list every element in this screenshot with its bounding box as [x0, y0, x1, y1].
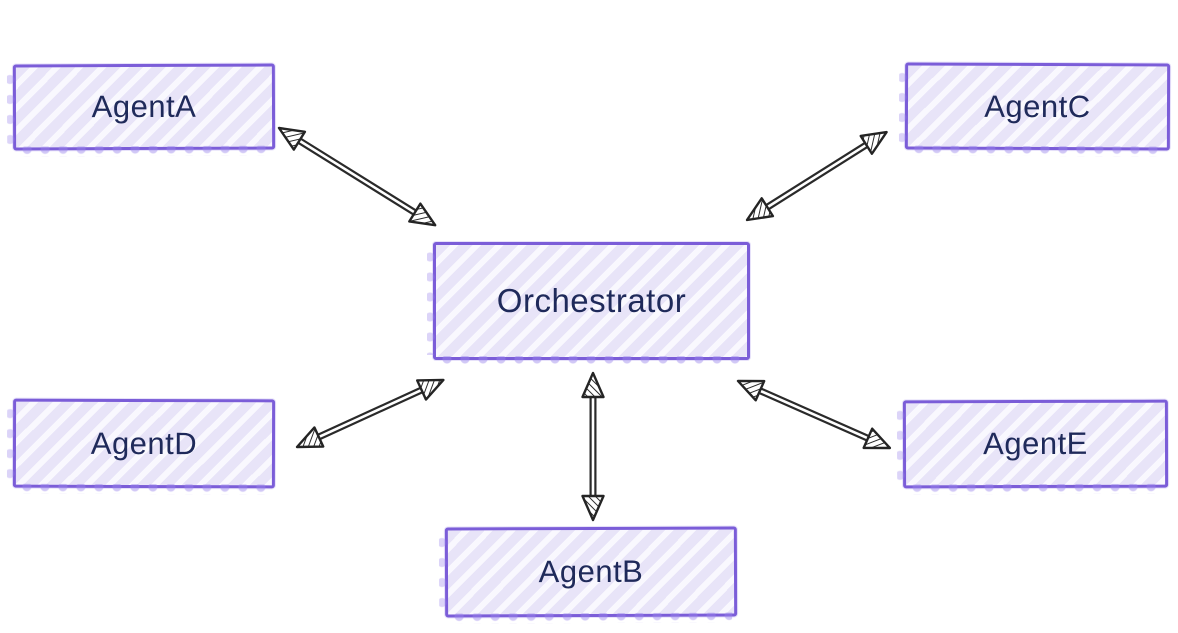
node-agent-a-label: AgentA — [91, 88, 197, 125]
node-agent-e[interactable]: AgentE — [902, 399, 1169, 489]
node-agent-e-label: AgentE — [983, 425, 1088, 462]
edge-agent-b-orchestrator[interactable] — [581, 371, 605, 522]
node-agent-a[interactable]: AgentA — [12, 63, 276, 151]
node-orchestrator[interactable]: Orchestrator — [427, 242, 750, 366]
node-agent-b-label: AgentB — [538, 553, 644, 590]
node-agent-c[interactable]: AgentC — [904, 62, 1171, 151]
node-orchestrator-label: Orchestrator — [496, 282, 687, 319]
node-agent-d[interactable]: AgentD — [12, 398, 276, 489]
edge-agent-a-orchestrator[interactable] — [273, 119, 440, 234]
node-agent-b[interactable]: AgentB — [444, 526, 738, 618]
edge-agent-c-orchestrator[interactable] — [741, 123, 892, 229]
node-agent-d-label: AgentD — [90, 425, 198, 461]
edge-agent-d-orchestrator[interactable] — [293, 370, 448, 456]
node-agent-c-label: AgentC — [984, 88, 1091, 124]
edge-agent-e-orchestrator[interactable] — [734, 371, 894, 457]
